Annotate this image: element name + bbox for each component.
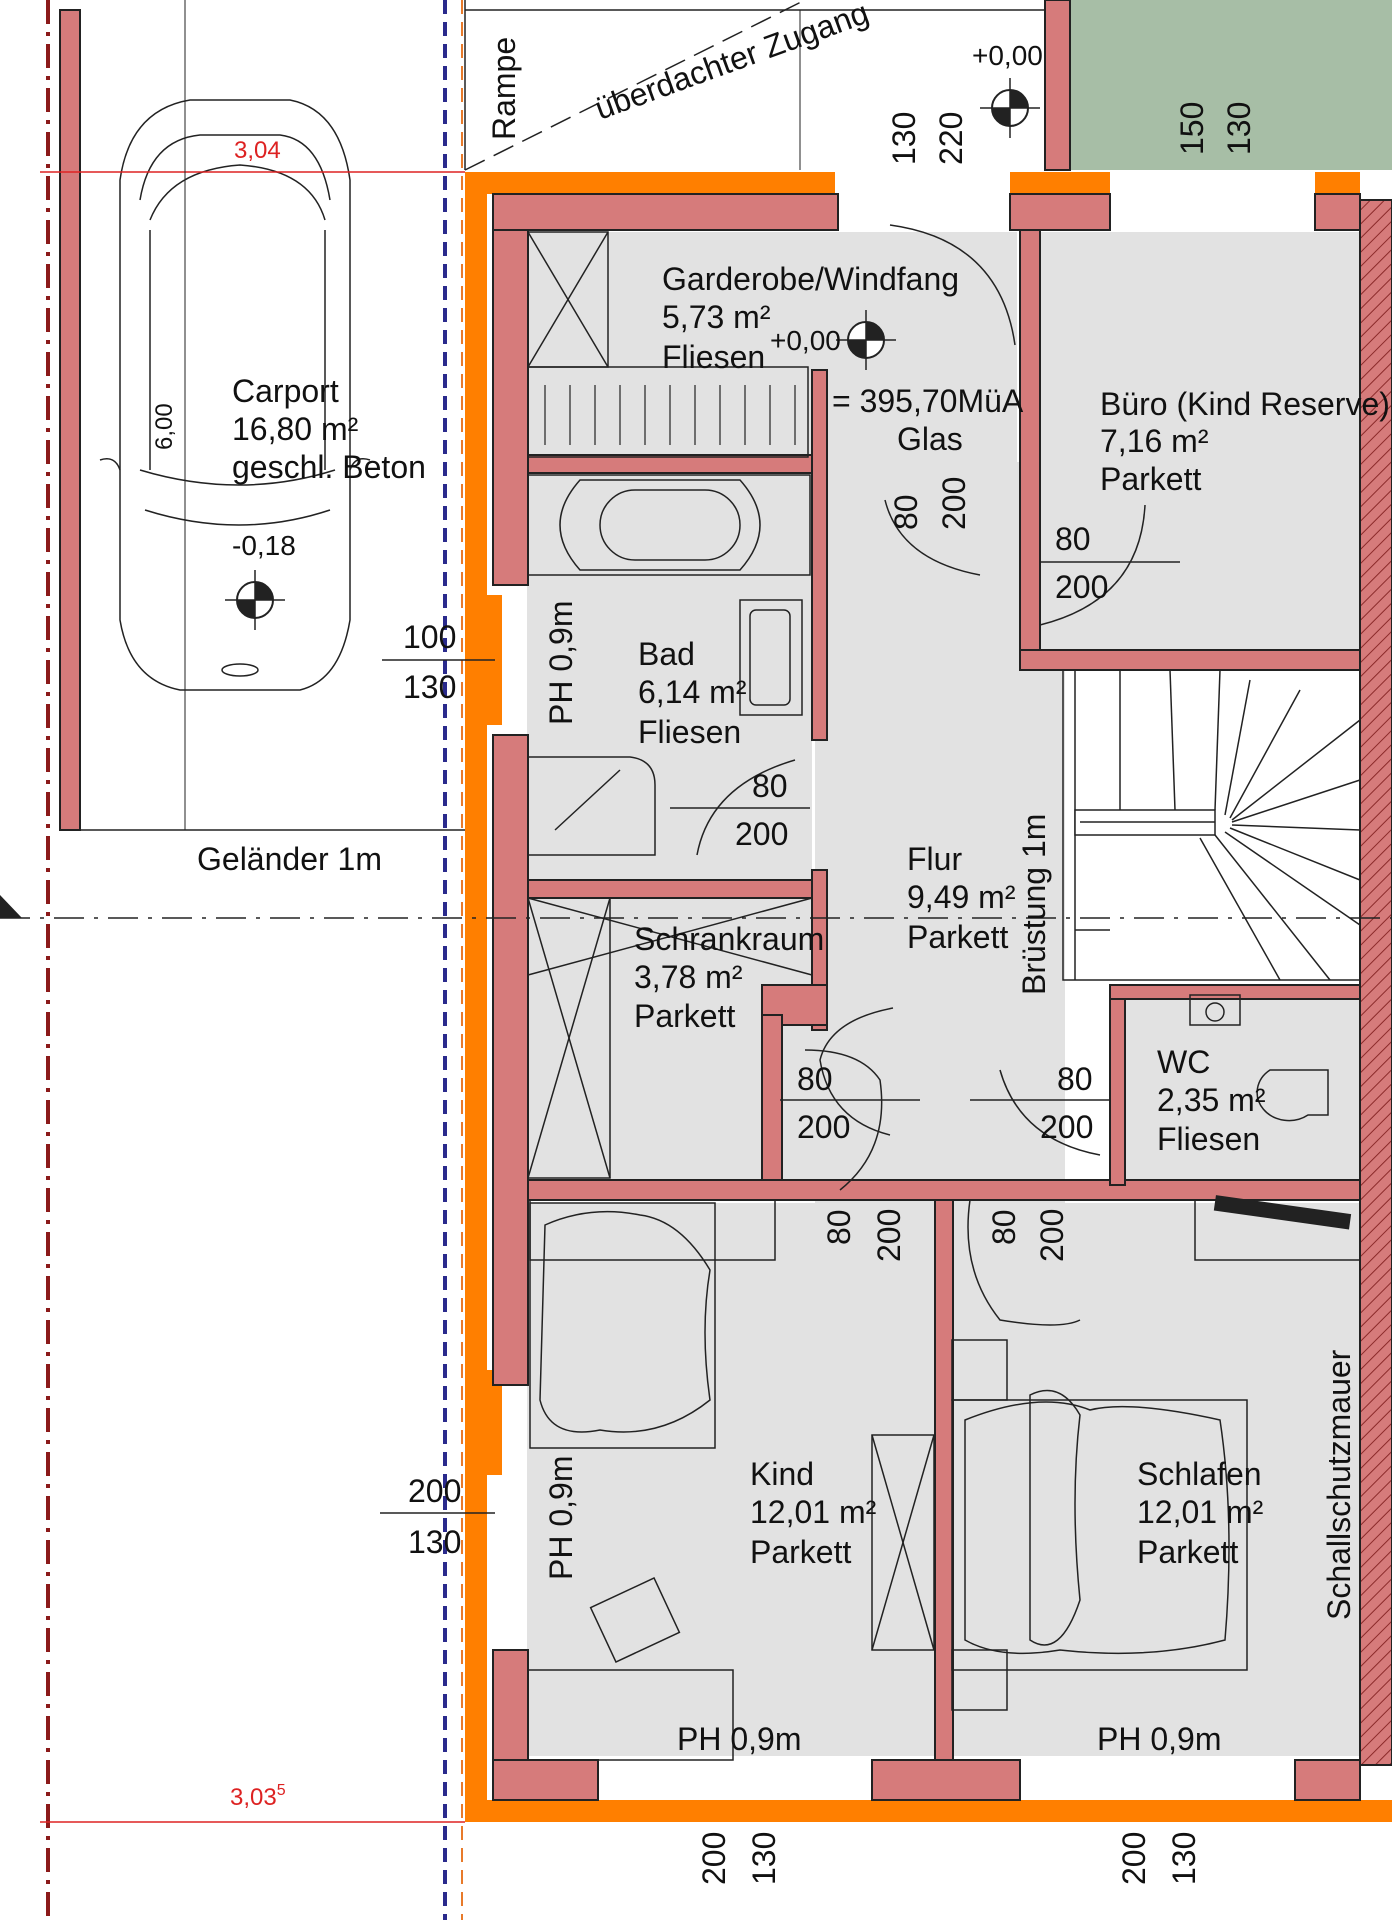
buero-name: Büro (Kind Reserve): [1100, 386, 1390, 422]
dim-win-bottom-kind-a: 200: [696, 1832, 732, 1885]
label-rampe: Rampe: [486, 37, 522, 140]
level-marker-entrance: [980, 78, 1040, 138]
dim-door-schlafen-h: 200: [1034, 1209, 1070, 1262]
dim-door-kind-h: 200: [871, 1209, 907, 1262]
dim-win-kind-a: 200: [408, 1473, 461, 1509]
buero-area: 7,16 m²: [1100, 423, 1209, 459]
bed-schlafen: [951, 1399, 1248, 1671]
label-gelaender: Geländer 1m: [197, 841, 382, 877]
schrankraum-area: 3,78 m²: [634, 959, 743, 995]
dim-door-flur-w: 80: [888, 494, 924, 530]
label-ph-schlafen: PH 0,9m: [1097, 1721, 1221, 1757]
dim-win-kind-b: 130: [408, 1524, 461, 1560]
dim-bottom-width: 3,035: [230, 1782, 286, 1811]
dim-win-bottom-kind-b: 130: [746, 1832, 782, 1885]
dim-win-bottom-schlafen-b: 130: [1166, 1832, 1202, 1885]
bad-name: Bad: [638, 636, 695, 672]
insulation: [465, 172, 1392, 1822]
carport-name: Carport: [232, 373, 339, 409]
kind-floor: Parkett: [750, 1534, 851, 1570]
dim-door-kind-w: 80: [821, 1209, 857, 1245]
dim-carport-width: 3,04: [234, 137, 281, 164]
schlafen-name: Schlafen: [1137, 1456, 1262, 1492]
level-marker-carport: [225, 570, 285, 630]
car-icon: [99, 99, 371, 691]
bed-kind: [529, 1202, 716, 1449]
dim-door-buero-h: 200: [1055, 569, 1108, 605]
garderobe-name: Garderobe/Windfang: [662, 261, 959, 297]
carport-floor: geschl. Beton: [232, 449, 426, 485]
wc-area: 2,35 m²: [1157, 1082, 1266, 1118]
wall-west-upper: [492, 199, 529, 586]
dim-door-bad-w: 80: [752, 768, 788, 804]
schlafen-area: 12,01 m²: [1137, 1494, 1264, 1530]
dim-door-bad-h: 200: [735, 816, 788, 852]
flur-area: 9,49 m²: [907, 879, 1016, 915]
dim-door-wc-w: 80: [1057, 1061, 1093, 1097]
dim-win-top-c: 150: [1174, 102, 1210, 155]
dim-door-schrank-w: 80: [797, 1061, 833, 1097]
label-bruestung: Brüstung 1m: [1016, 814, 1052, 995]
label-schallschutz: Schallschutzmauer: [1321, 1349, 1357, 1620]
staircase: [1062, 669, 1361, 981]
level-entrance: +0,00: [972, 40, 1043, 71]
label-ph-kind: PH 0,9m: [677, 1721, 801, 1757]
dim-win-top-a: 130: [886, 112, 922, 165]
dimension-labels: 3,04 6,00 3,035 130 220 150 130 100 130 …: [151, 102, 1257, 1885]
door-swings: [696, 224, 1146, 1326]
dim-win-top-b: 220: [933, 112, 969, 165]
flur-floor: Parkett: [907, 919, 1008, 955]
furniture: [527, 231, 1361, 1761]
dim-door-flur-h: 200: [936, 477, 972, 530]
garderobe-area: 5,73 m²: [662, 299, 771, 335]
dim-door-schrank-h: 200: [797, 1109, 850, 1145]
kind-name: Kind: [750, 1456, 814, 1492]
level-carport: -0,18: [232, 530, 296, 561]
dim-win-bad-b: 130: [403, 669, 456, 705]
dim-win-bottom-schlafen-a: 200: [1116, 1832, 1152, 1885]
label-zugang: überdachter Zugang: [590, 0, 873, 127]
dim-door-schlafen-w: 80: [986, 1209, 1022, 1245]
label-ph-kind-side: PH 0,9m: [543, 1456, 579, 1580]
level-markers: [225, 78, 1040, 630]
dim-carport-length: 6,00: [151, 403, 178, 450]
schlafen-floor: Parkett: [1137, 1534, 1238, 1570]
dim-door-buero-w: 80: [1055, 521, 1091, 557]
wc-name: WC: [1157, 1044, 1210, 1080]
level-garderobe: +0,00: [770, 325, 841, 356]
garderobe-floor: Fliesen: [662, 339, 765, 375]
label-ph-bad: PH 0,9m: [543, 601, 579, 725]
carport-area: 16,80 m²: [232, 411, 359, 447]
flur-name: Flur: [907, 841, 962, 877]
wall-west-mid: [492, 734, 529, 1386]
walls: [59, 0, 1392, 1801]
buero-floor: Parkett: [1100, 461, 1201, 497]
schrankraum-floor: Parkett: [634, 998, 735, 1034]
wardrobe-schrankraum: [527, 897, 611, 1179]
dim-door-wc-h: 200: [1040, 1109, 1093, 1145]
dim-win-bad-a: 100: [403, 619, 456, 655]
bad-area: 6,14 m²: [638, 674, 747, 710]
level-marker-garderobe: [836, 310, 896, 370]
floor-areas: [527, 0, 1392, 1756]
schrankraum-name: Schrankraum: [634, 921, 824, 957]
bad-floor: Fliesen: [638, 714, 741, 750]
wc-floor: Fliesen: [1157, 1121, 1260, 1157]
label-glas: Glas: [897, 421, 963, 457]
room-labels: Carport 16,80 m² geschl. Beton Garderobe…: [232, 261, 1390, 1570]
label-glas-level: = 395,70MüA: [832, 383, 1024, 419]
kind-area: 12,01 m²: [750, 1494, 877, 1530]
dim-win-top-d: 130: [1221, 102, 1257, 155]
